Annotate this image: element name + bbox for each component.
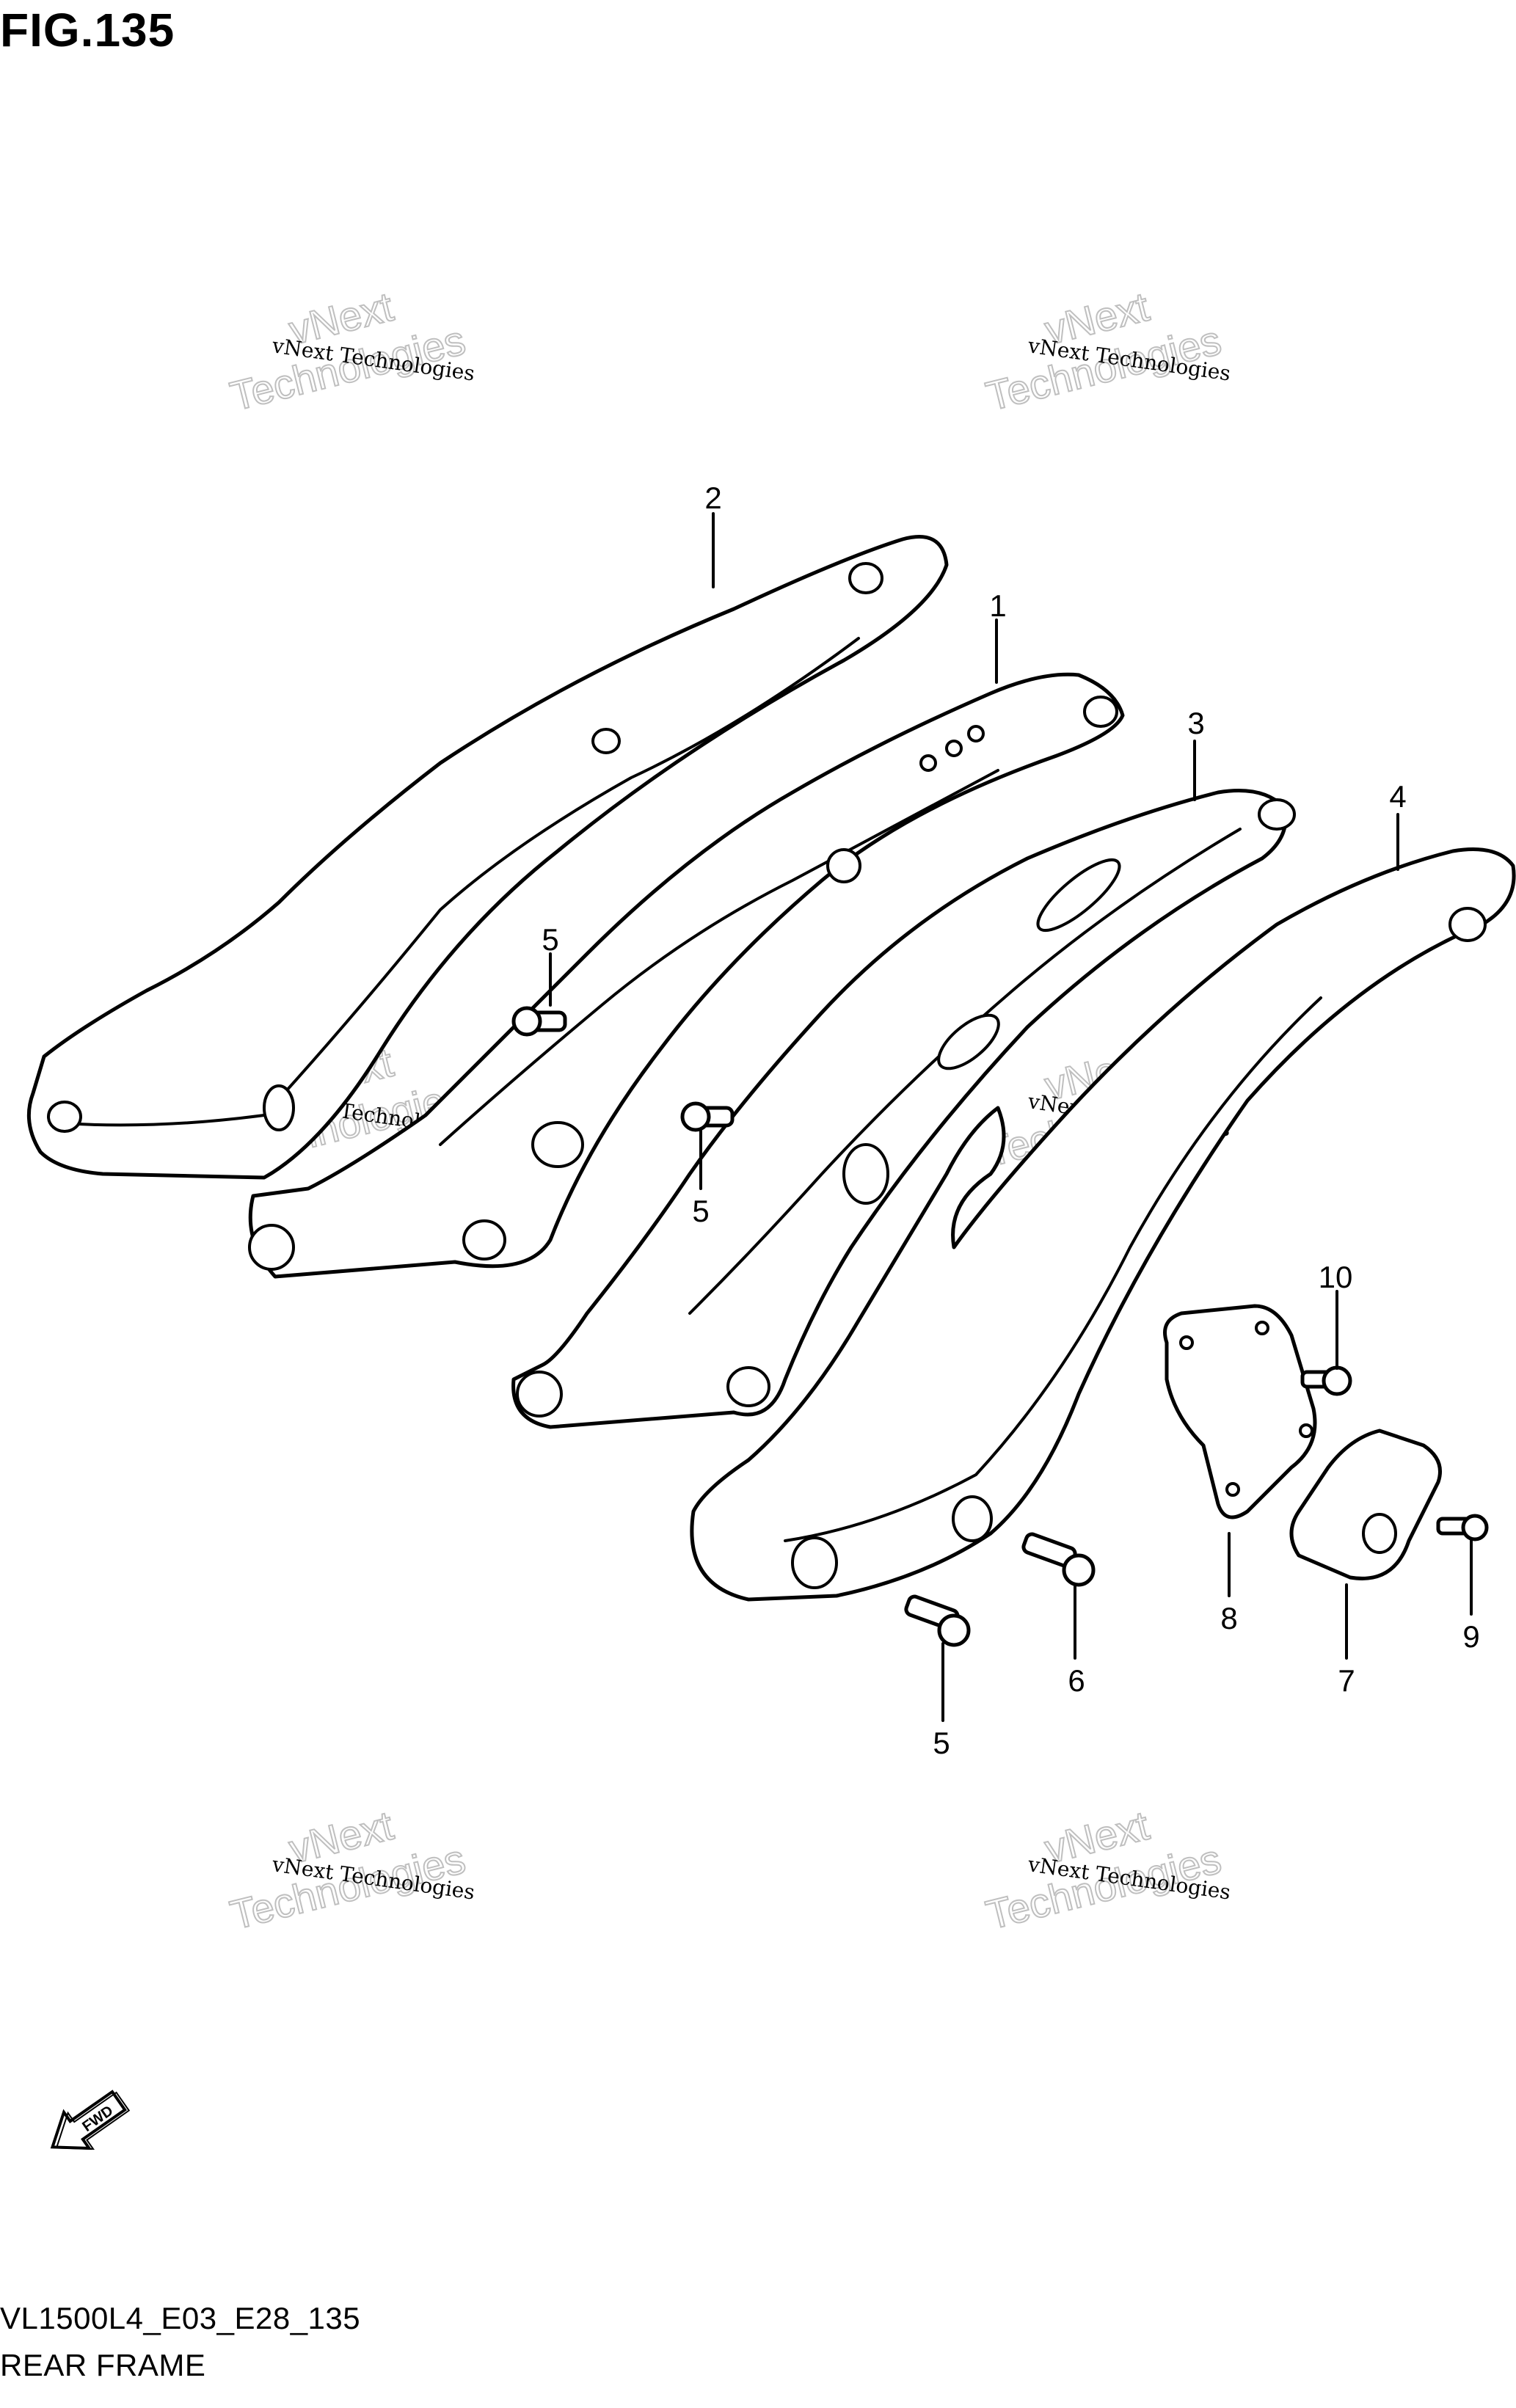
part-8-bracket xyxy=(1163,1304,1317,1519)
callout-7: 7 xyxy=(1338,1663,1355,1698)
part-1-frame-bracket xyxy=(248,672,1125,1279)
bolt-5-lower xyxy=(904,1594,971,1647)
figure-name: REAR FRAME xyxy=(0,2348,206,2382)
fwd-arrow-icon: FWD xyxy=(50,2090,131,2150)
callout-4: 4 xyxy=(1389,779,1406,814)
callout-9: 9 xyxy=(1462,1619,1479,1654)
watermark-bottom-right: Technologies vNext vNext Technologies xyxy=(981,1801,1232,1939)
bolt-6 xyxy=(1021,1532,1096,1587)
watermark-bottom-left: Technologies vNext vNext Technologies xyxy=(225,1801,476,1939)
bolt-5-middle xyxy=(680,1101,735,1132)
callout-5-middle: 5 xyxy=(692,1194,709,1228)
bolt-9 xyxy=(1436,1514,1489,1542)
callout-3: 3 xyxy=(1187,706,1204,740)
watermark-top-right: Technologies vNext vNext Technologies xyxy=(981,282,1232,420)
part-7-damper xyxy=(1289,1429,1442,1580)
part-2-frame-rail xyxy=(26,535,949,1180)
callout-10: 10 xyxy=(1319,1260,1353,1294)
figure-code: VL1500L4_E03_E28_135 xyxy=(0,2301,361,2335)
figure-title: FIG.135 xyxy=(0,4,175,56)
leader-lines xyxy=(549,512,1473,1722)
part-4-frame-rail xyxy=(690,847,1516,1602)
bolt-10 xyxy=(1300,1365,1352,1396)
callout-5-upper: 5 xyxy=(542,922,558,957)
callout-6: 6 xyxy=(1068,1663,1085,1698)
callout-1: 1 xyxy=(989,588,1006,623)
watermark-top-left: Technologies vNext vNext Technologies xyxy=(225,282,476,420)
callout-2: 2 xyxy=(704,481,721,515)
callout-5-lower: 5 xyxy=(933,1726,950,1760)
callout-8: 8 xyxy=(1220,1601,1237,1635)
bolt-5-upper xyxy=(511,1006,567,1037)
